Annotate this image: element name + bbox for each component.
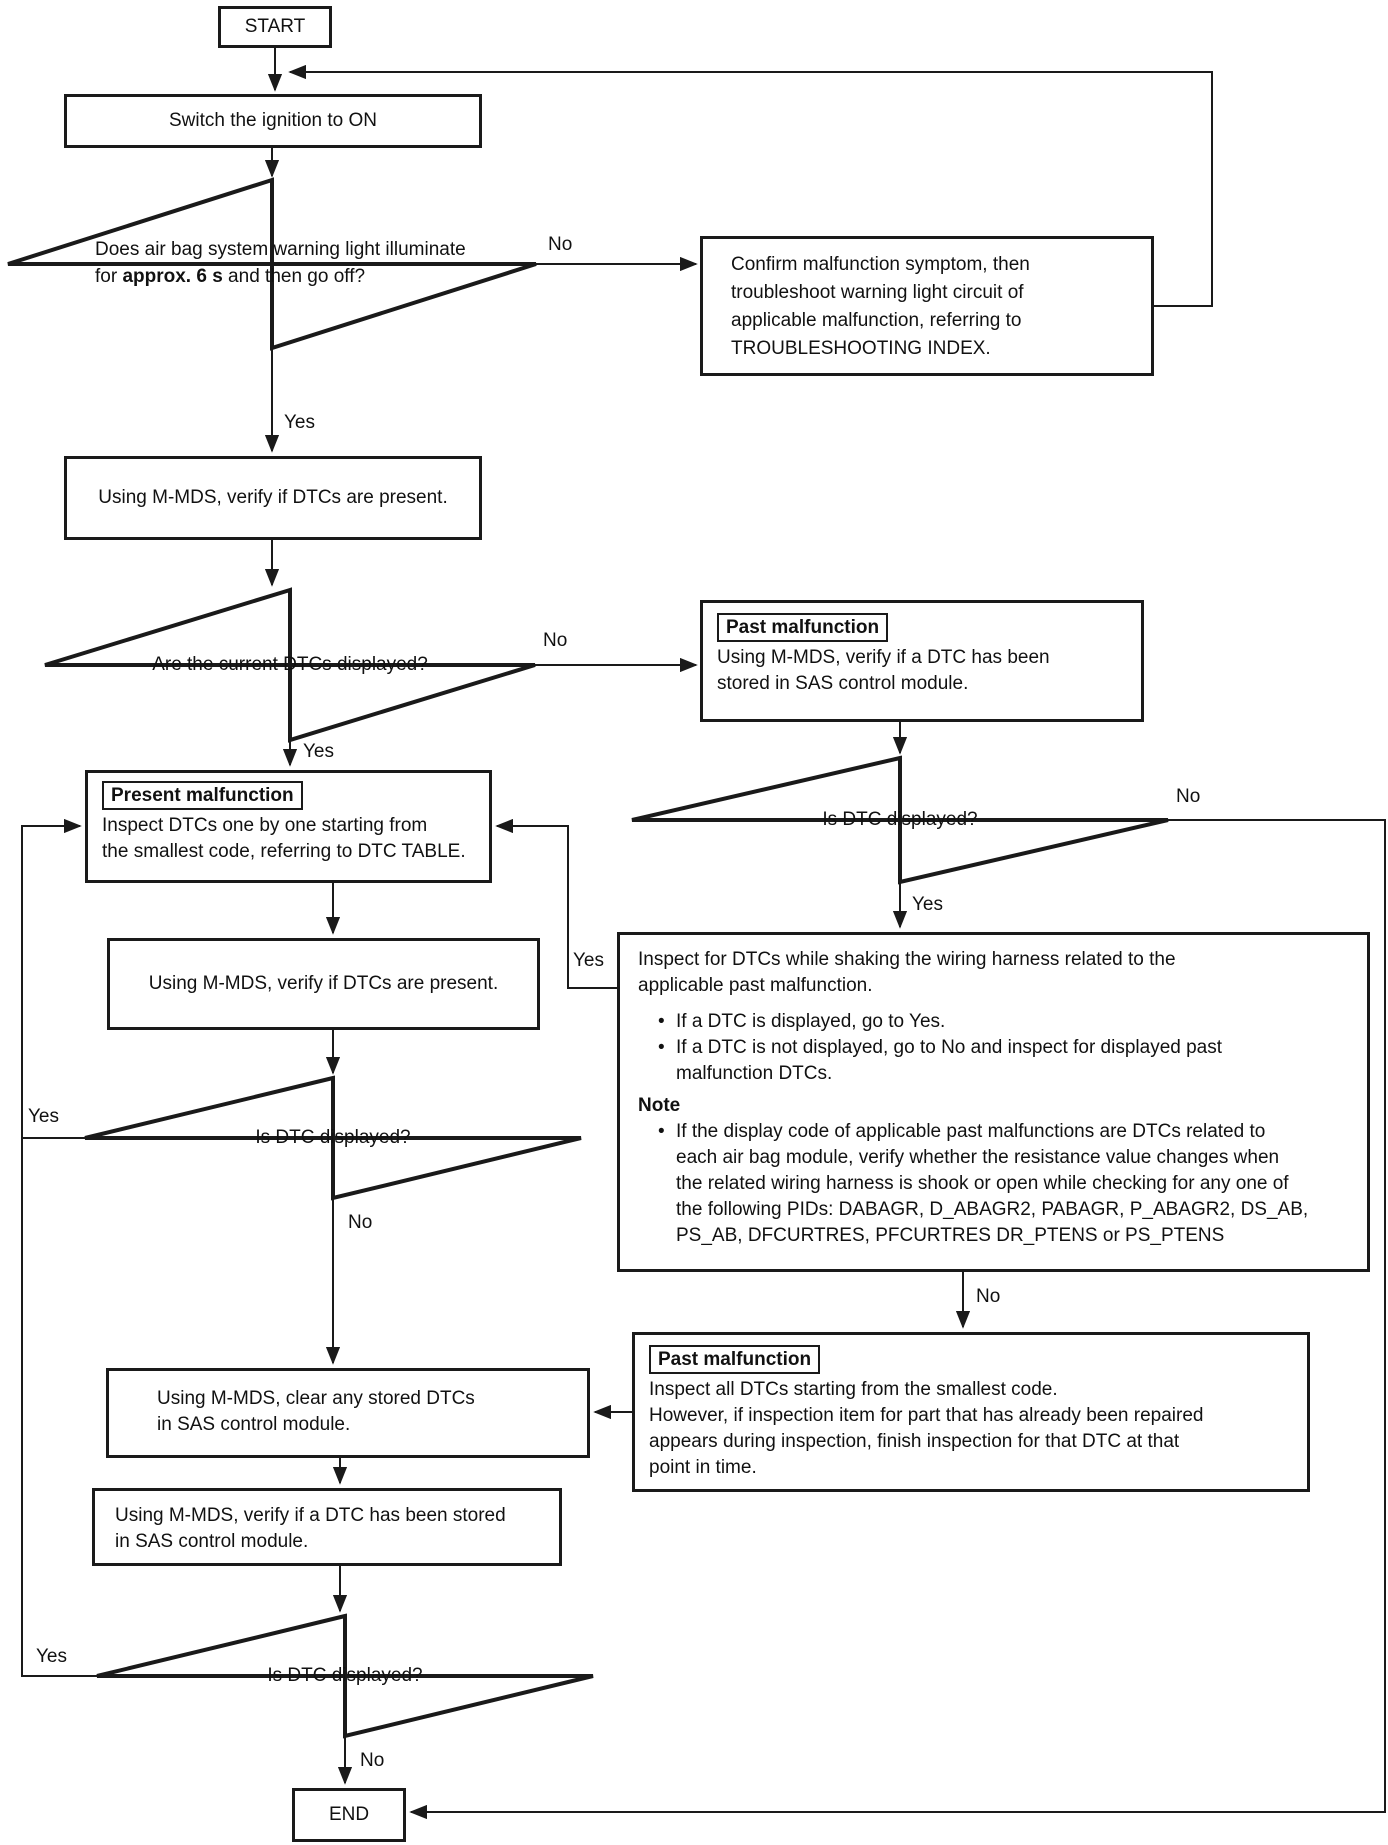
warning-light-decision-text: Does air bag system warning light illumi…: [95, 236, 466, 290]
verify-dtcs-present-step-2: Using M-MDS, verify if DTCs are present.: [107, 938, 540, 1030]
text-line: each air bag module, verify whether the …: [676, 1147, 1280, 1168]
present-malfunction-step: Present malfunction Inspect DTCs one by …: [85, 770, 492, 883]
switch-ignition-step: Switch the ignition to ON: [64, 94, 482, 148]
text-line: troubleshoot warning light circuit of: [731, 282, 1024, 303]
edge-label-no: No: [1176, 786, 1201, 807]
decision-dtc-displayed-bottom-diamond: [96, 1613, 594, 1739]
verify-dtc-stored-step: Using M-MDS, verify if a DTC has been st…: [92, 1488, 562, 1566]
past-malfunction-verify-step: Past malfunction Using M-MDS, verify if …: [700, 600, 1144, 722]
edge-label-no: No: [548, 234, 573, 255]
text-line: in SAS control module.: [157, 1414, 351, 1435]
note-title: Note: [638, 1095, 681, 1116]
past-malfunction-tag: Past malfunction: [649, 1345, 821, 1374]
decision-dtc-displayed-left-diamond: [84, 1075, 582, 1201]
edge-label-no: No: [976, 1286, 1001, 1307]
edge-label-yes: Yes: [912, 894, 943, 915]
edge-confirm-feedback-loop: [288, 64, 1213, 307]
edge-label-no: No: [360, 1750, 385, 1771]
past-malfunction-tag: Past malfunction: [717, 613, 889, 642]
edge-label-yes: Yes: [303, 741, 334, 762]
edge-label-no: No: [543, 630, 568, 651]
note-bullet-item: If a DTC is displayed, go to Yes.: [638, 1009, 1357, 1035]
text-line: However, if inspection item for part tha…: [649, 1405, 1204, 1426]
text-line: appears during inspection, finish inspec…: [649, 1431, 1180, 1452]
note-bullet-item: If a DTC is not displayed, go to No and …: [638, 1035, 1357, 1061]
text-line: point in time.: [649, 1457, 757, 1478]
text-line: Using M-MDS, clear any stored DTCs: [157, 1388, 475, 1409]
dtc-displayed-left-text: Is DTC displayed?: [255, 1127, 411, 1148]
edge-label-yes: Yes: [28, 1106, 59, 1127]
decision-dtc-displayed-right-diamond: [631, 755, 1169, 885]
text-line: applicable past malfunction.: [638, 975, 873, 996]
text-line: stored in SAS control module.: [717, 673, 969, 694]
edge-label-no: No: [348, 1212, 373, 1233]
shake-harness-note-box: Inspect for DTCs while shaking the wirin…: [617, 932, 1370, 1272]
text-line: PS_AB, DFCURTRES, PFCURTRES DR_PTENS or …: [676, 1225, 1225, 1246]
edge-left-yes-loop-to-present: [21, 818, 97, 1677]
text-line: the related wiring harness is shook or o…: [676, 1173, 1289, 1194]
current-dtcs-decision-text: Are the current DTCs displayed?: [152, 654, 428, 675]
text-line: the smallest code, referring to DTC TABL…: [102, 841, 466, 862]
edge-label-yes: Yes: [36, 1646, 67, 1667]
dtc-displayed-right-text: Is DTC displayed?: [822, 809, 978, 830]
end-node: END: [292, 1788, 406, 1842]
text-line: applicable malfunction, referring to: [731, 310, 1022, 331]
text-line: Inspect all DTCs starting from the small…: [649, 1379, 1058, 1400]
text-line: Inspect for DTCs while shaking the wirin…: [638, 949, 1176, 970]
bold-approx-6s: approx. 6 s: [122, 266, 223, 287]
verify-dtcs-present-step-1: Using M-MDS, verify if DTCs are present.: [64, 456, 482, 540]
text-line: for approx. 6 s and then go off?: [95, 266, 366, 287]
start-node: START: [218, 6, 332, 48]
edge-label-yes: Yes: [284, 412, 315, 433]
confirm-malfunction-step: Confirm malfunction symptom, then troubl…: [700, 236, 1154, 376]
text-line: Using M-MDS, verify if a DTC has been st…: [115, 1505, 506, 1526]
text-line: malfunction DTCs.: [676, 1063, 833, 1084]
past-malfunction-inspect-step: Past malfunction Inspect all DTCs starti…: [632, 1332, 1310, 1492]
text-line: Confirm malfunction symptom, then: [731, 254, 1030, 275]
text-line: TROUBLESHOOTING INDEX.: [731, 338, 991, 359]
text-line: in SAS control module.: [115, 1531, 309, 1552]
decision-current-dtcs-diamond: [44, 587, 536, 743]
edge-right-no-loop-to-end: [409, 819, 1386, 1820]
present-malfunction-tag: Present malfunction: [102, 781, 303, 810]
text-line: Inspect DTCs one by one starting from: [102, 815, 428, 836]
dtc-displayed-bottom-text: Is DTC displayed?: [267, 1665, 423, 1686]
clear-dtcs-step: Using M-MDS, clear any stored DTCs in SA…: [106, 1368, 590, 1458]
edge-note-yes-to-present: [495, 818, 617, 989]
note-bullet-item: If the display code of applicable past m…: [638, 1119, 1357, 1145]
edge-label-yes: Yes: [573, 950, 604, 971]
text-line: Does air bag system warning light illumi…: [95, 239, 466, 260]
text-line: Using M-MDS, verify if a DTC has been: [717, 647, 1050, 668]
text-line: the following PIDs: DABAGR, D_ABAGR2, PA…: [676, 1199, 1309, 1220]
decision-warning-light-diamond: [7, 177, 537, 351]
